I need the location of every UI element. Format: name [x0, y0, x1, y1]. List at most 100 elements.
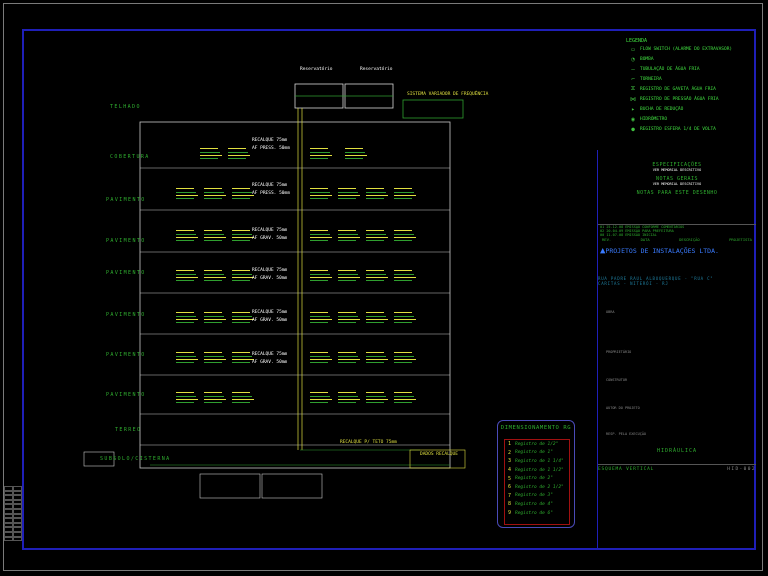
fixture-line — [394, 270, 412, 272]
fixture-line — [204, 315, 224, 317]
fixture-line — [176, 188, 194, 190]
fixture-line — [204, 398, 226, 400]
fixture-line — [310, 392, 328, 394]
fixture-block — [310, 268, 334, 282]
fixture-block — [204, 228, 228, 242]
fixture-line — [338, 191, 358, 193]
fixture-block — [366, 186, 390, 200]
fixture-line — [204, 402, 222, 404]
fixture-line — [232, 194, 254, 196]
fixture-line — [394, 233, 414, 235]
fixture-block — [338, 186, 362, 200]
fixture-line — [176, 236, 198, 238]
floor-label-typical: PAVIMENTO — [106, 312, 146, 318]
fixture-line — [232, 233, 252, 235]
fixture-block — [366, 310, 390, 324]
riser-label: RECALQUE 75mm — [252, 310, 288, 315]
fixture-line — [204, 188, 222, 190]
legend-item-label: FLOW SWITCH (ALARME DO EXTRAVASOR) — [640, 46, 733, 52]
fixture-line — [232, 280, 250, 282]
fixture-line — [176, 315, 196, 317]
fixture-line — [366, 230, 384, 232]
fixture-line — [204, 352, 222, 354]
fixture-line — [310, 398, 332, 400]
fixture-line — [366, 236, 388, 238]
fixture-line — [310, 358, 332, 360]
fixture-line — [338, 236, 360, 238]
pump-icon: ◔ — [631, 55, 635, 63]
basement-piping — [83, 449, 466, 499]
fixture-line — [310, 312, 328, 314]
fixture-line — [200, 154, 222, 156]
fixture-line — [338, 280, 356, 282]
legend-item: ⧖REGISTRO DE GAVETA ÁGUA FRIA — [626, 84, 736, 94]
legend-item-label: BUCHA DE REDUÇÃO — [640, 106, 684, 112]
scale-grid-cell — [13, 536, 22, 542]
company-name: PROJETOS DE INSTALAÇÕES LTDA. — [605, 247, 719, 255]
fixture-line — [176, 398, 198, 400]
fixture-line — [232, 236, 254, 238]
fixture-block — [204, 390, 228, 404]
fixture-block — [310, 186, 334, 200]
scale-grid-cell — [4, 499, 13, 505]
fixture-block — [232, 390, 256, 404]
drawing-notes-title: NOTAS PARA ESTE DESENHO — [636, 190, 718, 196]
scale-grid-cell — [13, 499, 22, 505]
pipe-icon: — — [631, 65, 635, 73]
fixture-line — [338, 312, 356, 314]
fixture-block — [338, 310, 362, 324]
fixture-block — [232, 268, 256, 282]
fixture-block — [204, 268, 228, 282]
fixture-line — [338, 270, 356, 272]
revision-row: 00 11.07.08 EMISSÃO INICIAL — [600, 233, 657, 237]
fixture-line — [338, 276, 360, 278]
fixture-line — [366, 355, 386, 357]
fixture-line — [310, 402, 328, 404]
title-block: ESPECIFICAÇÕES VER MEMORIAL DESCRITIVO N… — [597, 150, 756, 548]
fixture-block — [176, 186, 200, 200]
fixture-line — [338, 402, 356, 404]
fixture-line — [338, 230, 356, 232]
legend-item: ▸BUCHA DE REDUÇÃO — [626, 104, 736, 114]
fixture-line — [176, 312, 194, 314]
row-number: 2 — [508, 449, 512, 456]
fixture-line — [394, 392, 412, 394]
fixture-line — [204, 318, 226, 320]
fixture-line — [366, 240, 384, 242]
fixture-line — [204, 358, 226, 360]
fixture-block — [204, 186, 228, 200]
fixture-line — [310, 158, 328, 160]
fixture-block — [176, 268, 200, 282]
fixture-line — [366, 362, 384, 364]
legend-item: ◉HIDRÔMETRO — [626, 114, 736, 124]
fixture-block — [204, 310, 228, 324]
fixture-line — [232, 322, 250, 324]
fixture-line — [204, 240, 222, 242]
scale-grid-cell — [13, 518, 22, 523]
fixture-line — [310, 198, 328, 200]
title-block-section: OBRA — [606, 310, 615, 314]
fixture-line — [338, 194, 360, 196]
legend-item: ▭FLOW SWITCH (ALARME DO EXTRAVASOR) — [626, 44, 736, 54]
fixture-line — [338, 233, 358, 235]
reservoir-label: Reservatório — [360, 67, 393, 72]
revision-header-cell: DATA — [640, 237, 650, 242]
fixture-line — [176, 280, 194, 282]
scale-grid-cell — [13, 531, 22, 537]
fixture-line — [310, 322, 328, 324]
fixture-line — [232, 402, 250, 404]
floor-label-typical: PAVIMENTO — [106, 352, 146, 358]
fixture-line — [228, 158, 246, 160]
fixture-line — [228, 154, 250, 156]
project-address: RUA PADRE RAUL ALBUQUERQUE - "RUA C" — [598, 276, 714, 281]
fixture-line — [204, 230, 222, 232]
fixture-line — [394, 312, 412, 314]
fixture-line — [176, 276, 198, 278]
floor-lines — [140, 167, 450, 446]
floor-label-typical: PAVIMENTO — [106, 270, 146, 276]
